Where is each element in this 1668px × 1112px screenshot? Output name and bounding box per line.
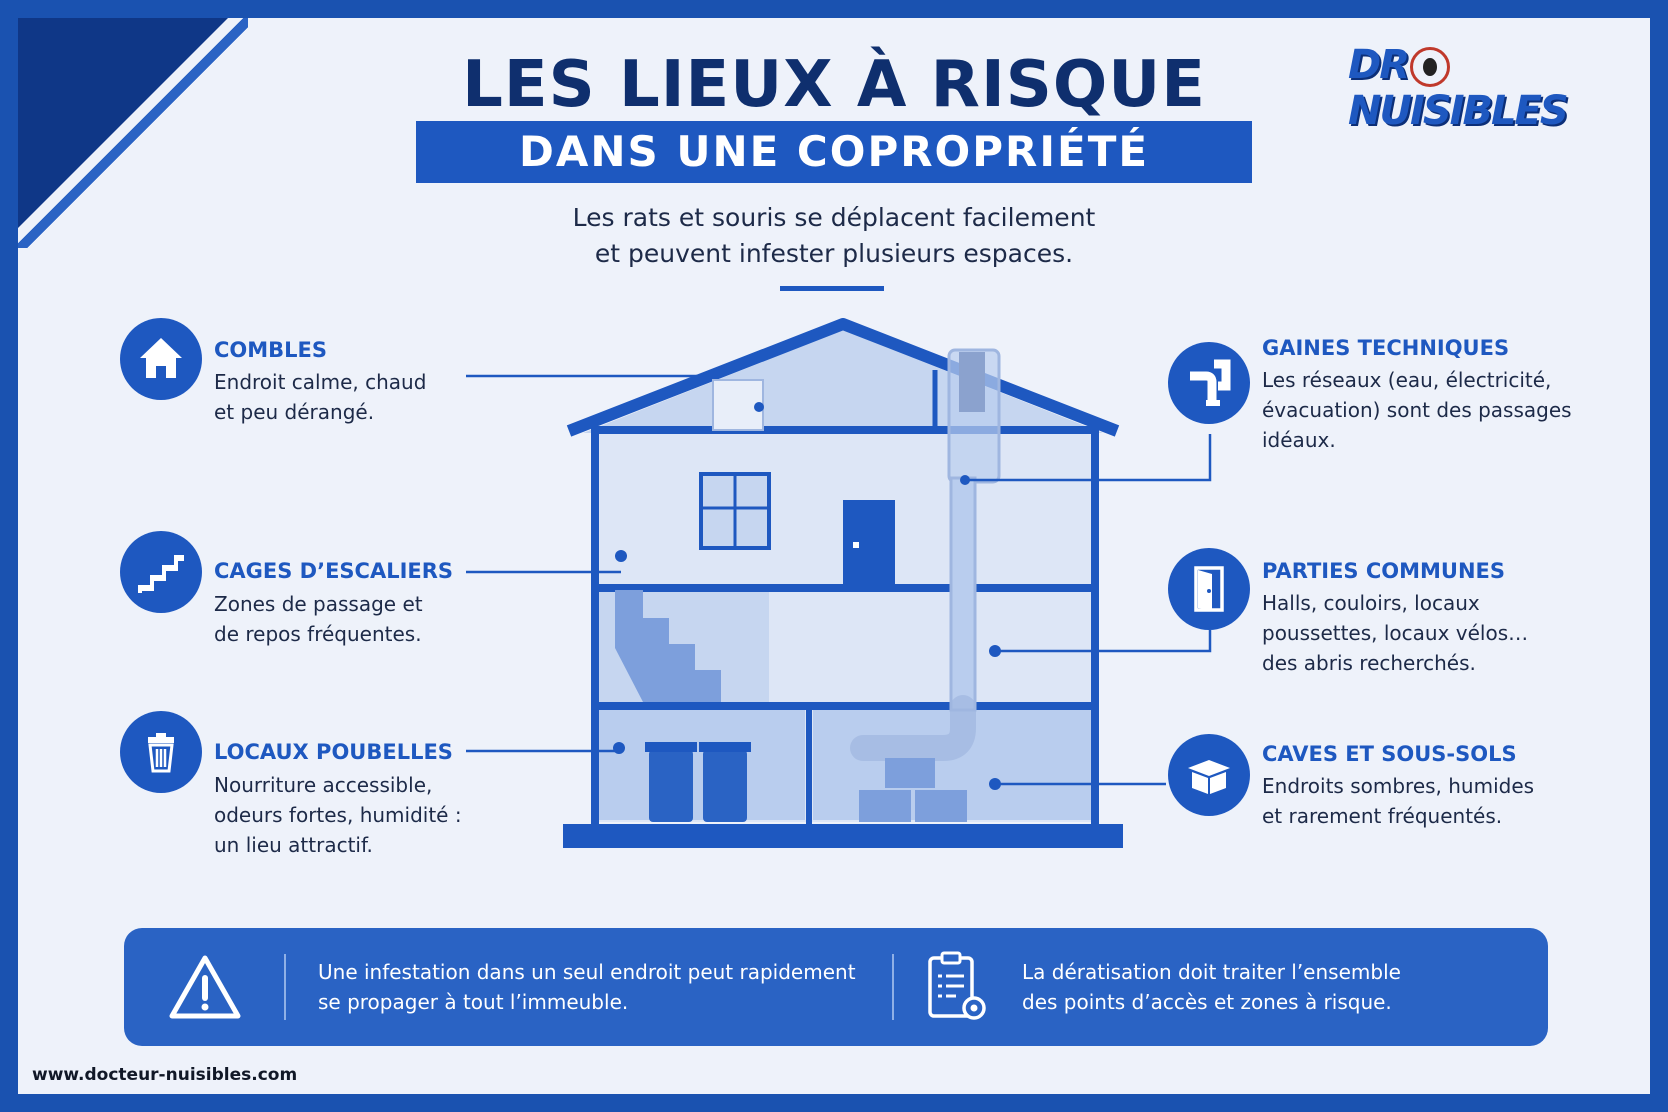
banner-separator-middle bbox=[892, 954, 894, 1020]
door-icon bbox=[1168, 548, 1250, 630]
trash-icon bbox=[120, 711, 202, 793]
page-subtitle: DANS UNE COPROPRIÉTÉ bbox=[416, 121, 1252, 183]
stairs-icon bbox=[120, 531, 202, 613]
door bbox=[843, 500, 895, 588]
storage-boxes bbox=[859, 758, 967, 822]
zone-desc-parties-communes: Halls, couloirs, locaux poussettes, loca… bbox=[1262, 591, 1529, 675]
clipboard-gear-icon bbox=[928, 951, 986, 1020]
title-divider bbox=[780, 286, 884, 291]
trash-room-area bbox=[599, 708, 805, 820]
page-title: LES LIEUX À RISQUE bbox=[462, 48, 1206, 122]
banner-advice-text: La dératisation doit traiter l’ensemble … bbox=[1022, 960, 1401, 1014]
zone-title-poubelles: LOCAUX POUBELLES bbox=[214, 740, 453, 764]
zone-desc-caves: Endroits sombres, humides et rarement fr… bbox=[1262, 774, 1535, 828]
zone-desc-gaines: Les réseaux (eau, électricité, évacuatio… bbox=[1262, 368, 1572, 452]
website-url: www.docteur-nuisibles.com bbox=[32, 1065, 298, 1085]
zone-title-escaliers: CAGES D’ESCALIERS bbox=[214, 559, 454, 583]
ground-slab bbox=[563, 824, 1123, 848]
intro-text: Les rats et souris se déplacent facileme… bbox=[572, 203, 1096, 268]
logo-text-right: NUISIBLES bbox=[1348, 88, 1569, 134]
trash-bins bbox=[645, 742, 751, 822]
zone-title-combles: COMBLES bbox=[214, 338, 328, 362]
bug-target-icon bbox=[1410, 47, 1451, 87]
warning-icon bbox=[169, 955, 241, 1019]
zone-desc-poubelles: Nourriture accessible, odeurs fortes, hu… bbox=[214, 773, 462, 857]
house-icon bbox=[120, 318, 202, 400]
building-diagram bbox=[563, 318, 1123, 848]
box-icon bbox=[1168, 734, 1250, 816]
banner-warning-text: Une infestation dans un seul endroit peu… bbox=[318, 960, 856, 1014]
zone-title-caves: CAVES ET SOUS-SOLS bbox=[1262, 742, 1517, 766]
zone-title-parties-communes: PARTIES COMMUNES bbox=[1262, 559, 1506, 583]
zone-title-gaines: GAINES TECHNIQUES bbox=[1262, 336, 1510, 360]
brand-logo: DRNUISIBLES bbox=[1348, 42, 1650, 134]
banner-separator-left bbox=[284, 954, 286, 1020]
info-banner: Une infestation dans un seul endroit peu… bbox=[124, 928, 1548, 1046]
connector-lines bbox=[466, 374, 1212, 786]
corner-stripe bbox=[18, 18, 248, 248]
zone-desc-combles: Endroit calme, chaud et peu dérangé. bbox=[214, 370, 427, 424]
staircase bbox=[615, 590, 721, 702]
pipe-icon bbox=[1168, 342, 1250, 424]
logo-text-left: DR bbox=[1348, 42, 1410, 88]
zone-desc-escaliers: Zones de passage et de repos fréquentes. bbox=[214, 592, 423, 646]
